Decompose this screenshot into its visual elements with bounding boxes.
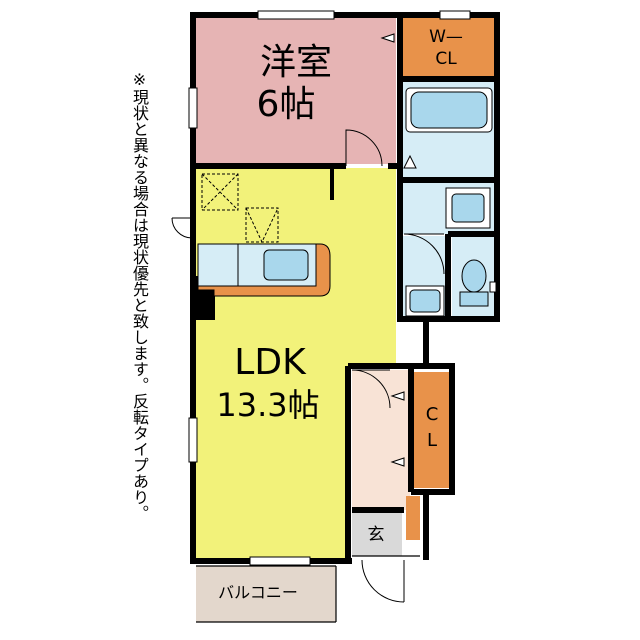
balcony-label: バルコニー [218,583,298,602]
washing-machine-pan [405,285,445,317]
western-room-size: 6帖 [257,84,316,125]
ldk-name: LDK [234,342,307,383]
kitchen-counter [197,243,331,297]
equipment-outlines [201,173,279,244]
entrance-floor [352,512,402,556]
entrance-label: 玄 [368,525,385,545]
windows [188,10,471,566]
wic-label-line1: W— [429,27,463,47]
bathtub [405,87,493,133]
shoe-cabinet [406,496,420,540]
western-room-name: 洋室 [260,42,332,83]
toilet [459,259,497,307]
balcony [196,566,336,622]
closet-label-line2: L [427,430,437,451]
notice-text: ※現状と異なる場合は現状優先と致します。反転タイプあり。 [130,70,149,521]
entrance-hall [352,370,410,510]
doors [171,129,445,603]
wic-label-line2: CL [435,49,457,69]
western-room [196,18,396,164]
walk-in-closet [403,18,494,76]
closet-label-line1: C [426,404,439,425]
ldk-size: 13.3帖 [216,386,319,424]
closet [414,372,450,488]
wash-basin [445,187,491,229]
